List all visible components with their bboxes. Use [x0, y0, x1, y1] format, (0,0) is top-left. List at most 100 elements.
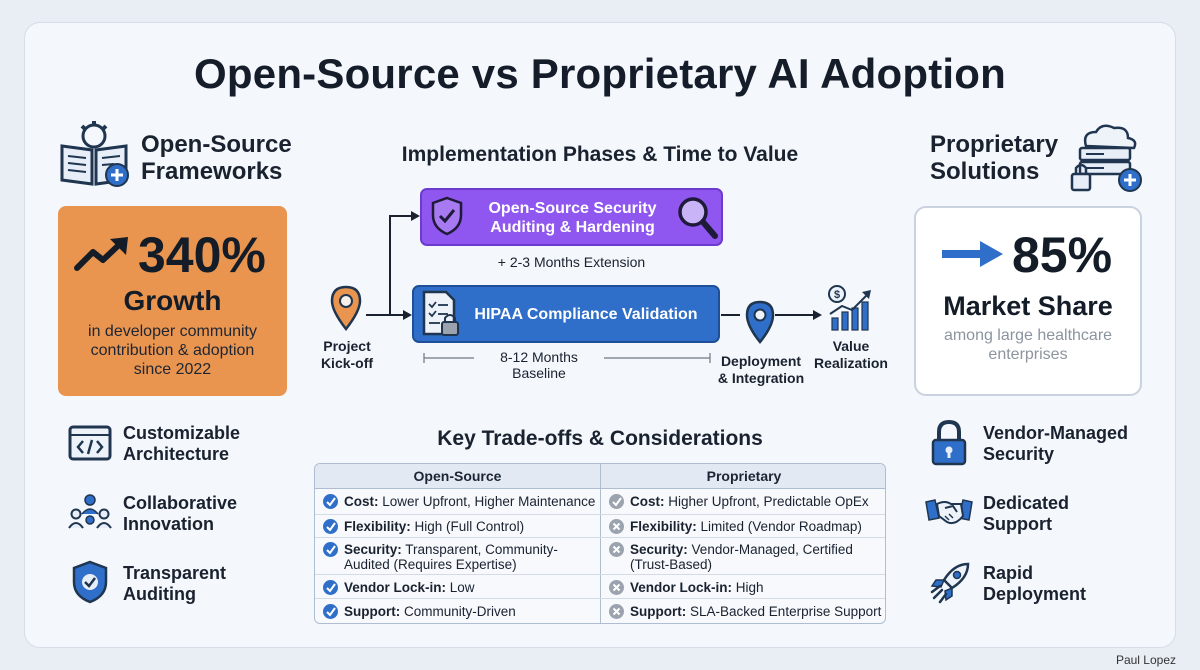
book-gear-icon — [58, 120, 130, 190]
rocket-icon — [928, 560, 972, 604]
lockin-prop-value: High — [735, 580, 764, 595]
row-separator — [315, 514, 885, 515]
open-source-heading-line1: Open-Source — [141, 131, 292, 158]
market-share-stat-box — [914, 206, 1142, 396]
market-share-label: Market Share — [943, 291, 1113, 321]
table-row-security-prop: Security: Vendor-Managed, Certified (Tru… — [630, 542, 853, 572]
growth-value: 340% — [138, 227, 266, 283]
feature-dedicated-support-line1: Dedicated — [983, 493, 1070, 513]
growth-description: in developer community contribution & ad… — [58, 322, 287, 379]
hipaa-label: HIPAA Compliance Validation — [474, 306, 698, 323]
security-prop-value: Vendor-Managed, Certified — [691, 542, 853, 557]
open-source-heading: Open-Source Frameworks — [141, 131, 292, 185]
deployment-label-line2: & Integration — [717, 370, 805, 386]
deployment-label: Deployment & Integration — [712, 353, 810, 387]
support-prop-key: Support: — [630, 604, 687, 619]
people-network-icon — [68, 492, 112, 532]
check-icon — [323, 580, 338, 595]
growth-desc-line1: in developer community — [88, 323, 257, 340]
growth-label: Growth — [123, 285, 222, 316]
support-open-value: Community-Driven — [404, 604, 516, 619]
row-separator — [315, 537, 885, 538]
kickoff-label-line2: Kick-off — [320, 355, 374, 371]
market-share-desc-line2: enterprises — [988, 346, 1068, 363]
market-share-desc-line1: among large healthcare — [943, 327, 1113, 344]
table-row-flexibility-prop: Flexibility: Limited (Vendor Roadmap) — [630, 519, 862, 534]
x-mark-icon — [609, 580, 624, 595]
kickoff-label-line1: Project — [323, 338, 371, 354]
feature-customizable-line1: Customizable — [123, 423, 241, 443]
security-open-key: Security: — [344, 542, 402, 557]
padlock-icon — [930, 419, 968, 466]
table-row-lockin-open: Vendor Lock-in: Low — [344, 580, 475, 595]
feature-dedicated-support: Dedicated Support — [983, 493, 1069, 535]
feature-rapid-deployment: Rapid Deployment — [983, 563, 1086, 605]
check-icon — [323, 494, 338, 509]
flexibility-open-key: Flexibility: — [344, 519, 411, 534]
shield-check-icon — [430, 196, 464, 236]
feature-collaborative-line2: Innovation — [123, 514, 214, 534]
value-chart-icon: $ — [826, 284, 874, 332]
kickoff-pin-icon — [330, 285, 362, 332]
deployment-pin-icon — [745, 300, 775, 344]
support-prop-value: SLA-Backed Enterprise Support — [690, 604, 882, 619]
security-prop-value-line2: (Trust-Based) — [630, 557, 713, 572]
feature-rapid-deployment-line1: Rapid — [983, 563, 1034, 583]
table-row-cost-open: Cost: Lower Upfront, Higher Maintenance — [344, 494, 595, 509]
support-open-key: Support: — [344, 604, 401, 619]
proprietary-heading-line1: Proprietary — [930, 131, 1059, 158]
x-mark-icon — [609, 542, 624, 557]
table-row-cost-prop: Cost: Higher Upfront, Predictable OpEx — [630, 494, 869, 509]
security-auditing-line2: Auditing & Hardening — [490, 219, 655, 236]
table-row-support-open: Support: Community-Driven — [344, 604, 516, 619]
feature-transparent: Transparent Auditing — [123, 563, 226, 605]
feature-transparent-line2: Auditing — [123, 584, 196, 604]
author-credit: Paul Lopez — [1115, 653, 1176, 667]
deployment-label-line1: Deployment — [720, 353, 802, 369]
row-separator — [315, 574, 885, 575]
lockin-open-key: Vendor Lock-in: — [344, 580, 447, 595]
lockin-prop-key: Vendor Lock-in: — [630, 580, 733, 595]
x-mark-icon — [609, 604, 624, 619]
table-row-flexibility-open: Flexibility: High (Full Control) — [344, 519, 524, 534]
lockin-open-value: Low — [449, 580, 475, 595]
security-auditing-phase — [420, 188, 723, 246]
security-open-value-line2: Audited (Requires Expertise) — [344, 557, 517, 572]
cost-prop-key: Cost: — [630, 494, 665, 509]
check-icon — [323, 519, 338, 534]
column-header-proprietary: Proprietary — [601, 464, 885, 489]
growth-desc-line2: contribution & adoption — [90, 342, 255, 359]
cost-open-key: Cost: — [344, 494, 379, 509]
table-row-support-prop: Support: SLA-Backed Enterprise Support — [630, 604, 881, 619]
feature-collaborative: Collaborative Innovation — [123, 493, 237, 535]
value-label-line2: Realization — [814, 355, 888, 371]
feature-vendor-managed-line1: Vendor-Managed — [983, 423, 1129, 443]
tradeoffs-table: Open-Source Proprietary Cost: Lower Upfr… — [314, 463, 886, 624]
check-icon — [323, 542, 338, 557]
document-lock-icon — [420, 290, 462, 338]
arrow-right-icon — [942, 240, 1004, 268]
column-divider — [600, 464, 601, 623]
feature-customizable-line2: Architecture — [123, 444, 230, 464]
svg-text:$: $ — [834, 289, 840, 301]
flexibility-prop-key: Flexibility: — [630, 519, 697, 534]
trend-up-icon — [74, 236, 130, 272]
growth-desc-line3: since 2022 — [133, 361, 212, 378]
feature-dedicated-support-line2: Support — [983, 514, 1052, 534]
baseline-note: 8-12 Months Baseline — [474, 349, 604, 381]
security-open-value: Transparent, Community- — [405, 542, 558, 557]
market-share-description: among large healthcare enterprises — [914, 326, 1142, 364]
row-separator — [315, 598, 885, 599]
check-icon — [323, 604, 338, 619]
feature-rapid-deployment-line2: Deployment — [983, 584, 1087, 604]
cost-prop-value: Higher Upfront, Predictable OpEx — [668, 494, 869, 509]
flexibility-prop-value: Limited (Vendor Roadmap) — [700, 519, 862, 534]
handshake-icon — [925, 494, 973, 530]
value-label-line1: Value — [832, 338, 870, 354]
feature-collaborative-line1: Collaborative — [123, 493, 238, 513]
value-label: Value Realization — [812, 338, 890, 372]
x-mark-icon — [609, 519, 624, 534]
page-title: Open-Source vs Proprietary AI Adoption — [194, 50, 1006, 97]
proprietary-heading: Proprietary Solutions — [930, 131, 1058, 185]
tradeoffs-title: Key Trade-offs & Considerations — [437, 427, 763, 450]
